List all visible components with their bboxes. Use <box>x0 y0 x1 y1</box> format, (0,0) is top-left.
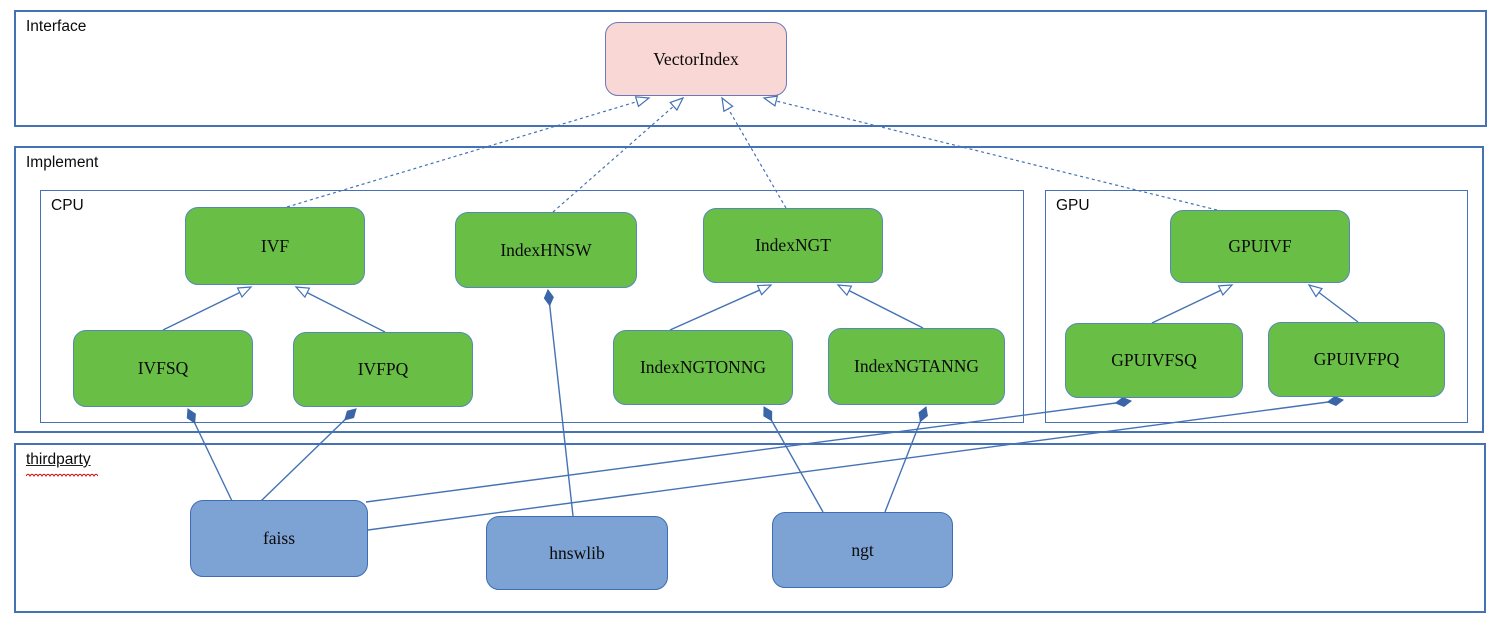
container-cpu[interactable]: CPU <box>40 190 1024 423</box>
node-hnswlib[interactable]: hnswlib <box>486 516 668 590</box>
node-gpuivfpq[interactable]: GPUIVFPQ <box>1268 322 1445 397</box>
edge-composition-ngt-to-indexngtanng[interactable] <box>884 406 928 513</box>
edge-composition-hnswlib-to-indexhnsw[interactable] <box>543 289 574 517</box>
container-label-gpu: GPU <box>1056 197 1090 214</box>
node-ivf[interactable]: IVF <box>185 207 365 285</box>
node-indexngtanng[interactable]: IndexNGTANNG <box>828 328 1005 405</box>
node-ngt[interactable]: ngt <box>772 512 953 588</box>
node-faiss[interactable]: faiss <box>190 500 368 577</box>
edge-composition-faiss-to-gpuivfsq[interactable] <box>365 396 1132 503</box>
node-vectorindex[interactable]: VectorIndex <box>605 22 787 96</box>
edge-realization-indexngt-to-vectorindex[interactable] <box>721 96 787 209</box>
node-label-hnswlib: hnswlib <box>549 542 605 563</box>
edge-generalization-ivfpq-to-ivf[interactable] <box>294 286 386 333</box>
node-gpuivfsq[interactable]: GPUIVFSQ <box>1065 323 1243 398</box>
container-label-thirdparty: thirdparty <box>26 451 91 468</box>
container-gpu[interactable]: GPU <box>1045 190 1468 423</box>
edge-generalization-gpuivfsq-to-gpuivf[interactable] <box>1151 284 1234 324</box>
node-label-indexngtanng: IndexNGTANNG <box>854 356 979 376</box>
edge-composition-faiss-to-ivfpq[interactable] <box>260 408 357 502</box>
container-implement[interactable]: Implement <box>14 146 1484 433</box>
container-label-implement: Implement <box>26 154 99 171</box>
edge-composition-faiss-to-ivfsq[interactable] <box>186 408 233 502</box>
edge-composition-ngt-to-indexngtonng[interactable] <box>763 406 824 513</box>
node-label-gpuivfsq: GPUIVFSQ <box>1111 350 1197 370</box>
node-ivfsq[interactable]: IVFSQ <box>73 330 253 407</box>
edge-realization-indexhnsw-to-vectorindex[interactable] <box>552 96 685 213</box>
node-label-ivf: IVF <box>260 235 290 256</box>
edge-realization-gpuivf-to-vectorindex[interactable] <box>762 95 1218 211</box>
node-label-indexngtonng: IndexNGTONNG <box>639 357 767 377</box>
node-label-gpuivf: GPUIVF <box>1228 236 1292 256</box>
edge-generalization-indexngtanng-to-indexngt[interactable] <box>836 284 924 329</box>
node-label-indexhnsw: IndexHNSW <box>500 239 592 260</box>
node-label-gpuivfpq: GPUIVFPQ <box>1313 349 1400 369</box>
node-ivfpq[interactable]: IVFPQ <box>293 332 473 407</box>
edge-generalization-indexngtonng-to-indexngt[interactable] <box>669 284 773 331</box>
node-label-ngt: ngt <box>851 539 874 560</box>
edge-composition-faiss-to-gpuivfpq[interactable] <box>367 395 1344 531</box>
node-label-indexngt: IndexNGT <box>755 235 831 255</box>
node-label-vectorindex: VectorIndex <box>653 48 739 69</box>
container-label-cpu: CPU <box>51 197 84 214</box>
node-indexngt[interactable]: IndexNGT <box>703 208 883 283</box>
node-label-faiss: faiss <box>262 528 296 548</box>
container-interface[interactable]: Interface <box>14 10 1487 127</box>
node-label-ivfpq: IVFPQ <box>357 359 409 379</box>
edge-realization-ivf-to-vectorindex[interactable] <box>286 96 651 208</box>
spellcheck-squiggle-icon <box>26 473 98 477</box>
edge-generalization-ivfsq-to-ivf[interactable] <box>162 286 253 331</box>
node-indexhnsw[interactable]: IndexHNSW <box>455 212 637 288</box>
container-thirdparty[interactable]: thirdparty <box>14 443 1486 613</box>
container-label-interface: Interface <box>26 18 87 35</box>
edge-generalization-gpuivfpq-to-gpuivf[interactable] <box>1307 284 1359 323</box>
node-label-ivfsq: IVFSQ <box>137 358 189 378</box>
node-gpuivf[interactable]: GPUIVF <box>1170 210 1350 283</box>
node-indexngtonng[interactable]: IndexNGTONNG <box>613 330 793 405</box>
